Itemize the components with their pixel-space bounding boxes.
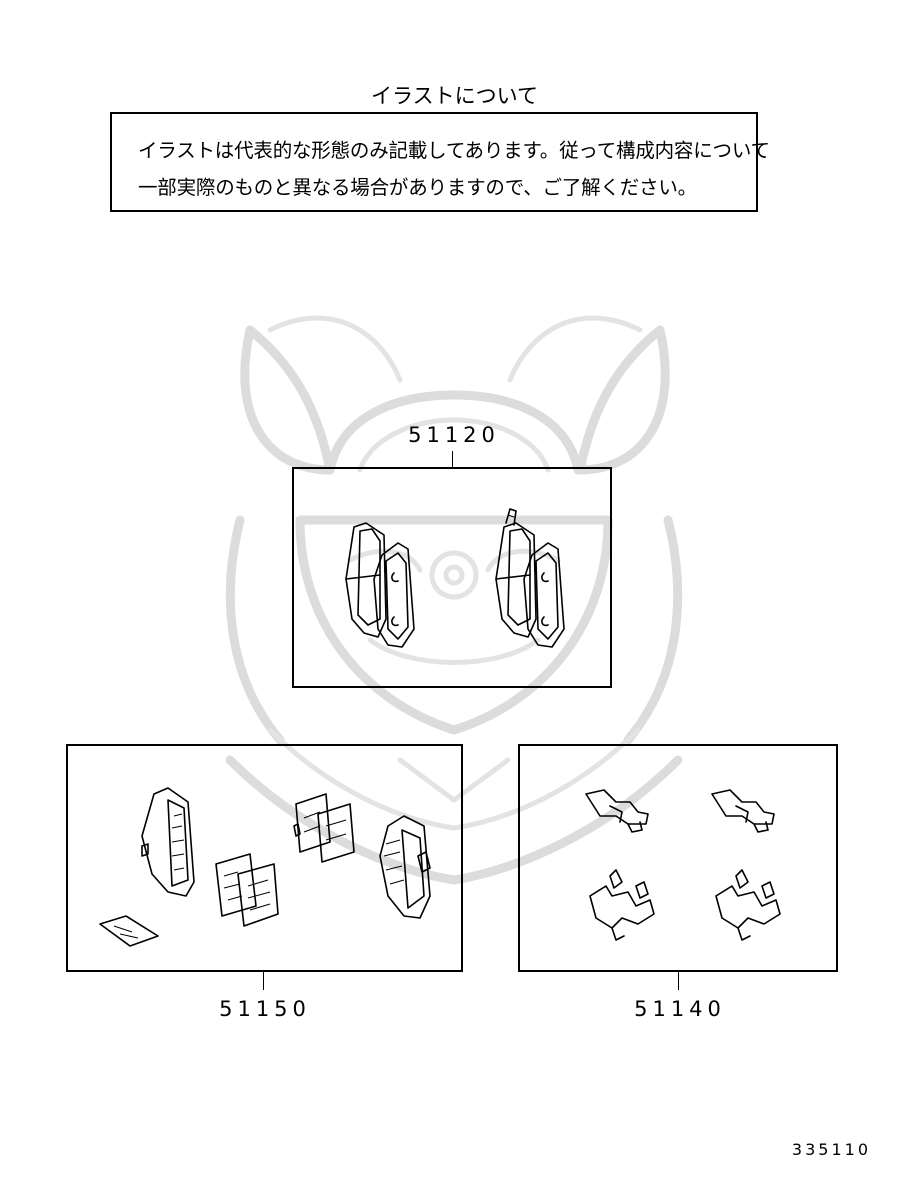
part-number-callout[interactable]: 51140 (634, 997, 726, 1021)
notice-box: イラストは代表的な形態のみ記載してあります。従って構成内容について 一部実際のも… (110, 112, 770, 212)
part-number-callout[interactable]: 51120 (408, 423, 500, 447)
part-number-callout[interactable]: 51150 (219, 997, 311, 1021)
leader-line (678, 972, 679, 990)
leader-line (452, 451, 453, 468)
part-box-brake-pad-set[interactable] (292, 467, 612, 688)
part-box-clip-set[interactable] (518, 744, 838, 972)
pad-shim-kit-illustration (99, 787, 431, 947)
part-box-pad-and-shim-set[interactable] (66, 744, 463, 972)
notice-text-line-1: イラストは代表的な形態のみ記載してあります。従って構成内容について (138, 139, 770, 162)
brake-pad-pair-illustration (345, 508, 565, 648)
leader-line (263, 972, 264, 990)
notice-title: イラストについて (371, 84, 538, 108)
notice-text-line-2: 一部実際のものと異なる場合がありますので、ご了解ください。 (138, 176, 697, 199)
illustration-code: 335110 (791, 1140, 871, 1159)
pad-clip-set-illustration (585, 789, 781, 941)
